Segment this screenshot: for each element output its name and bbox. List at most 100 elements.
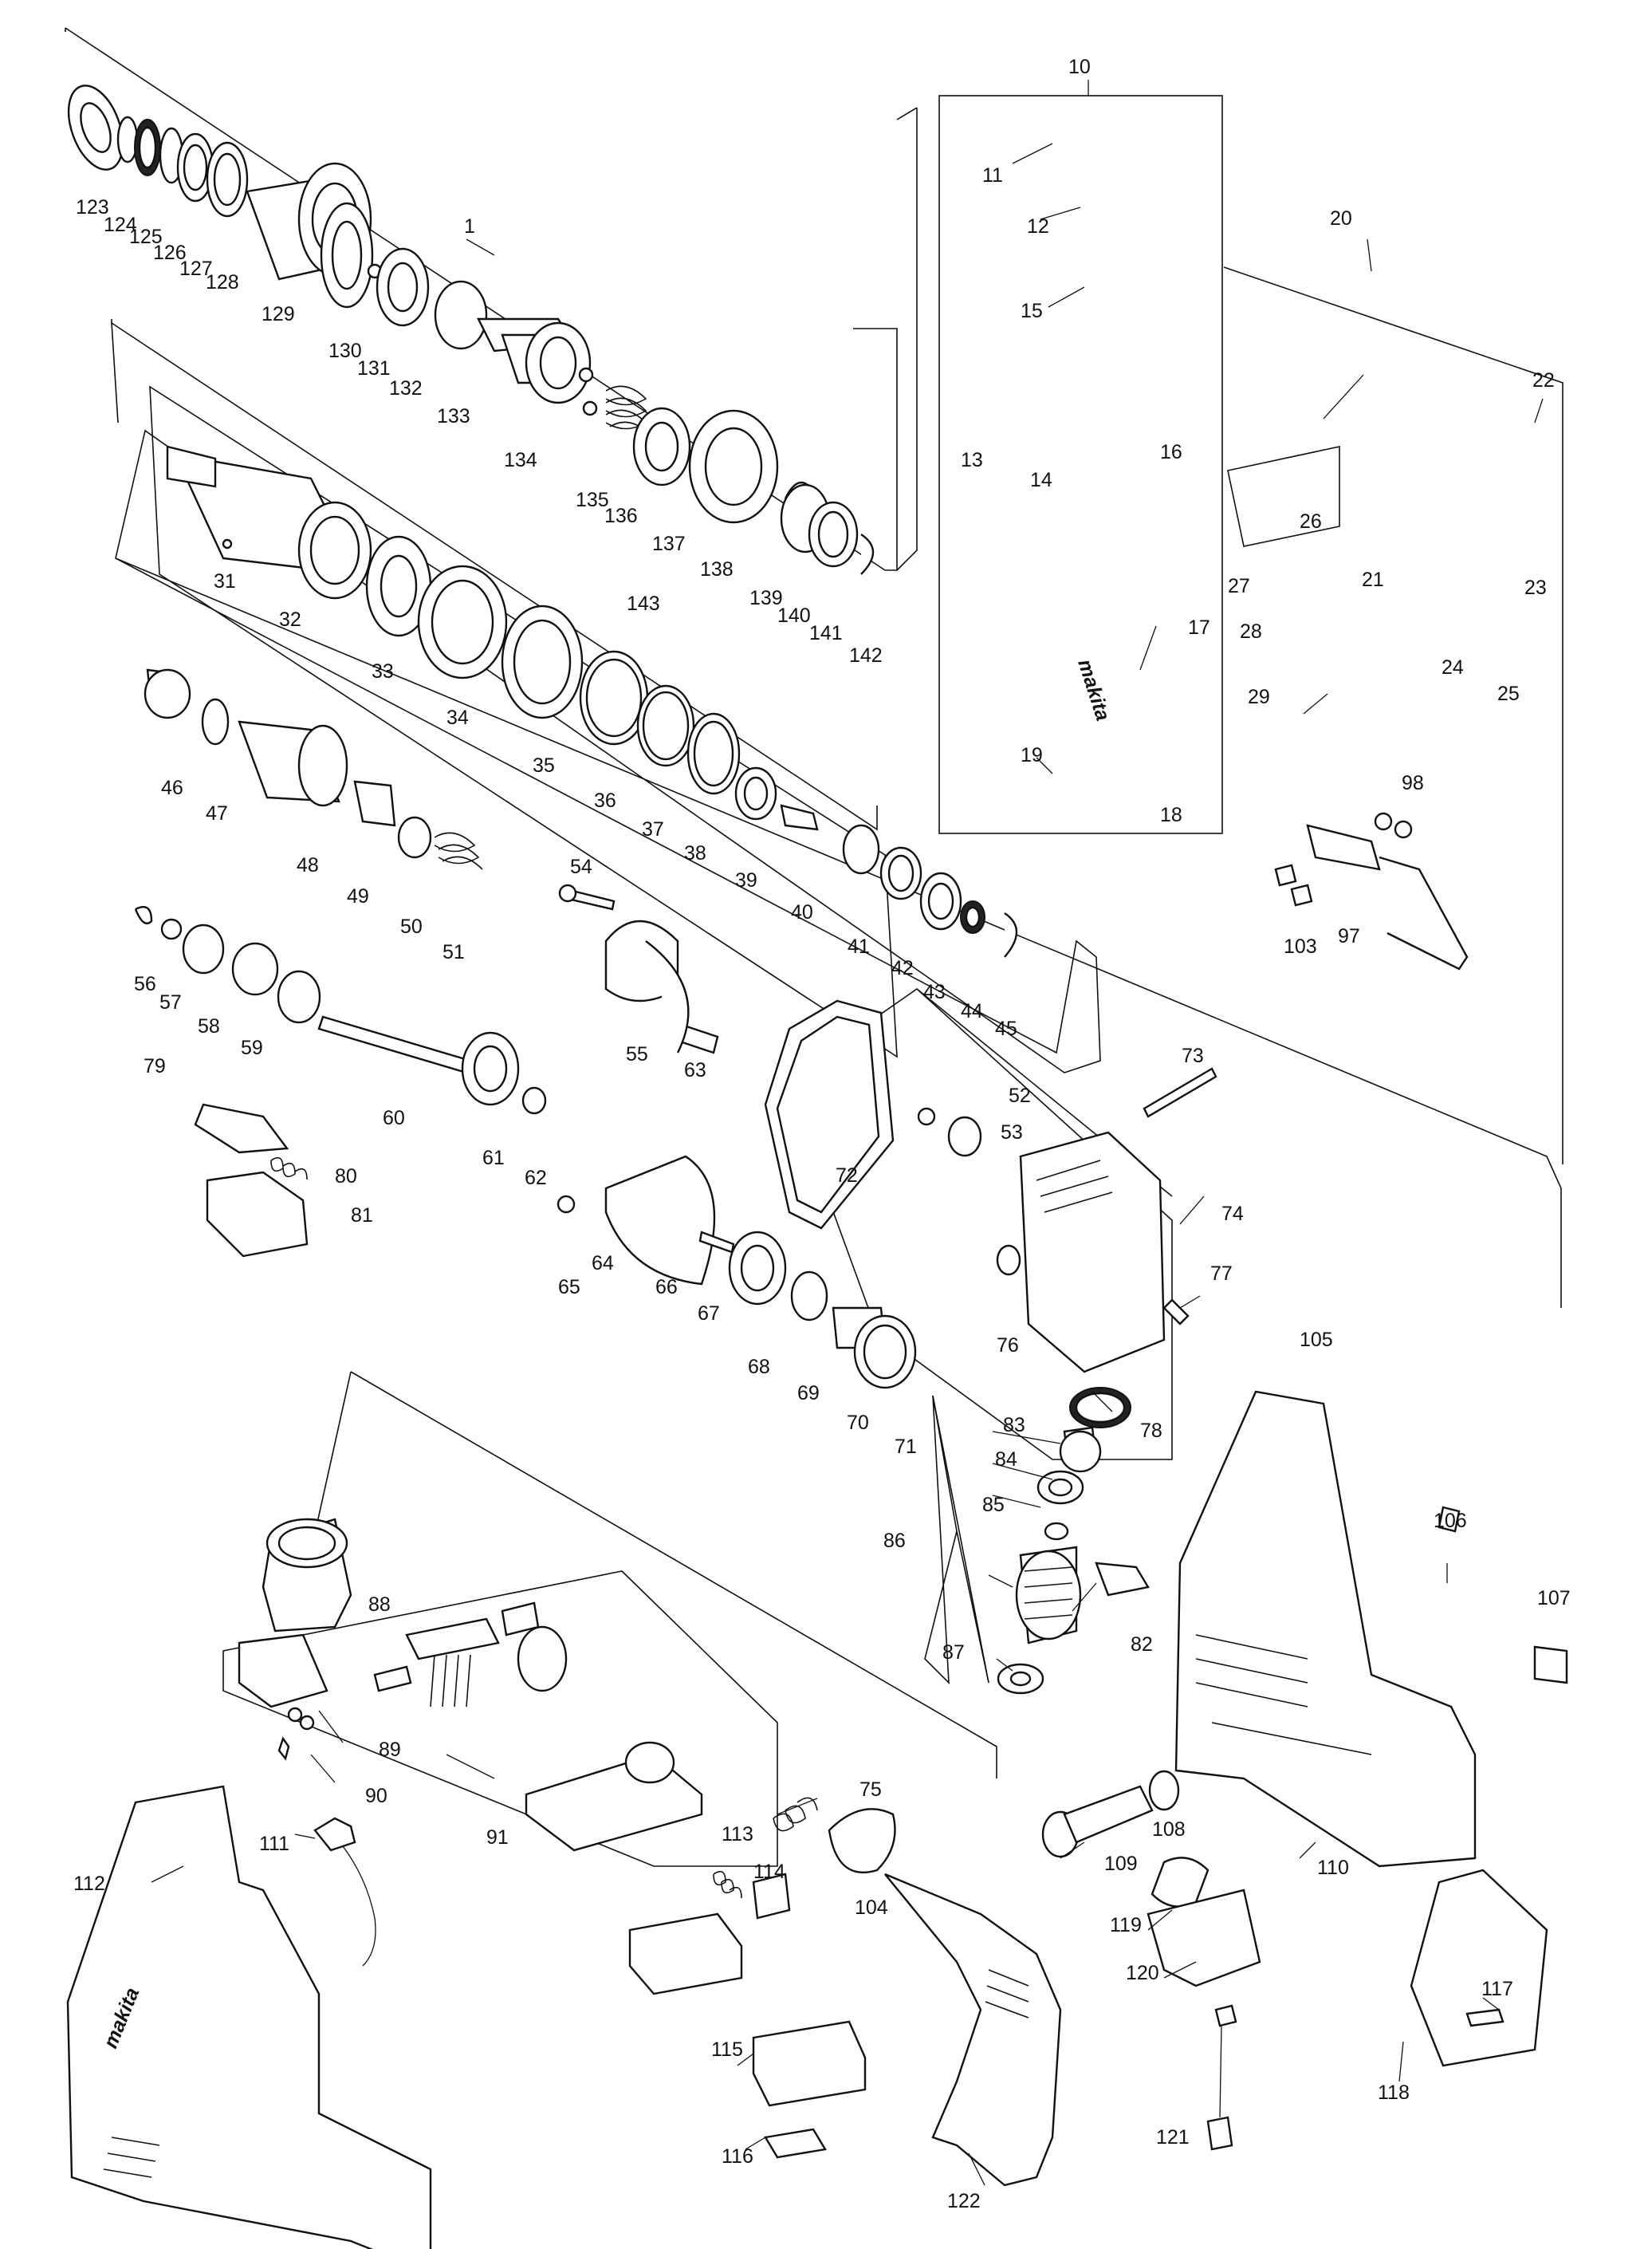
- callout-79: 79: [144, 1055, 166, 1077]
- callout-61: 61: [482, 1147, 505, 1169]
- callout-118: 118: [1378, 2082, 1410, 2104]
- callout-97: 97: [1338, 925, 1360, 947]
- callout-76: 76: [997, 1334, 1019, 1357]
- callout-19: 19: [1021, 744, 1043, 766]
- callout-57: 57: [159, 991, 182, 1014]
- callout-46: 46: [161, 777, 183, 799]
- callout-119: 119: [1110, 1914, 1142, 1936]
- callout-86: 86: [883, 1530, 906, 1552]
- leader-lines: [151, 80, 1544, 2186]
- callout-20: 20: [1330, 207, 1352, 230]
- callout-116: 116: [722, 2145, 753, 2168]
- callout-112: 112: [73, 1873, 105, 1895]
- callout-1: 1: [464, 215, 475, 238]
- callout-142: 142: [849, 644, 883, 667]
- callout-128: 128: [206, 271, 239, 293]
- callout-125: 125: [129, 226, 163, 248]
- callout-14: 14: [1030, 469, 1052, 491]
- callout-27: 27: [1228, 575, 1250, 597]
- callout-63: 63: [684, 1059, 706, 1081]
- callout-39: 39: [735, 869, 757, 892]
- callout-115: 115: [711, 2038, 743, 2061]
- callout-15: 15: [1021, 300, 1043, 322]
- callout-32: 32: [279, 609, 301, 631]
- callout-127: 127: [179, 258, 213, 280]
- callout-131: 131: [357, 357, 391, 380]
- part-artwork: makita: [66, 85, 1568, 2249]
- callout-113: 113: [722, 1823, 753, 1845]
- callout-139: 139: [749, 587, 783, 609]
- callout-24: 24: [1442, 656, 1464, 679]
- callout-17: 17: [1188, 616, 1210, 639]
- callout-111: 111: [259, 1833, 289, 1855]
- callout-22: 22: [1532, 369, 1555, 392]
- callout-68: 68: [748, 1356, 770, 1378]
- callout-105: 105: [1300, 1329, 1333, 1351]
- callout-84: 84: [995, 1448, 1017, 1471]
- callout-36: 36: [594, 790, 616, 812]
- callout-35: 35: [533, 754, 555, 777]
- callout-77: 77: [1210, 1262, 1233, 1285]
- callout-137: 137: [652, 533, 686, 555]
- callout-120: 120: [1126, 1962, 1159, 1984]
- callout-121: 121: [1156, 2126, 1190, 2149]
- callout-33: 33: [372, 660, 394, 683]
- callout-107: 107: [1537, 1587, 1571, 1609]
- callout-90: 90: [365, 1785, 387, 1807]
- callout-labels: 1 10 11 12 13 14 15 16 17 18 19 20 21 22…: [73, 56, 1571, 2212]
- callout-88: 88: [368, 1593, 391, 1616]
- callout-48: 48: [297, 854, 319, 876]
- callout-138: 138: [700, 558, 734, 581]
- callout-16: 16: [1160, 441, 1182, 463]
- callout-44: 44: [961, 1000, 983, 1022]
- callout-60: 60: [383, 1107, 405, 1129]
- callout-38: 38: [684, 842, 706, 865]
- callout-81: 81: [351, 1204, 373, 1227]
- callout-114: 114: [753, 1861, 785, 1883]
- callout-54: 54: [570, 856, 592, 878]
- callout-31: 31: [214, 570, 236, 593]
- callout-64: 64: [592, 1252, 614, 1274]
- callout-85: 85: [982, 1494, 1005, 1516]
- callout-59: 59: [241, 1037, 263, 1059]
- callout-70: 70: [847, 1412, 869, 1434]
- callout-49: 49: [347, 885, 369, 908]
- callout-72: 72: [836, 1164, 858, 1187]
- callout-28: 28: [1240, 620, 1262, 643]
- callout-136: 136: [604, 505, 638, 527]
- callout-62: 62: [525, 1167, 547, 1189]
- callout-66: 66: [655, 1276, 678, 1298]
- callout-135: 135: [576, 489, 609, 511]
- callout-87: 87: [942, 1641, 965, 1664]
- callout-83: 83: [1003, 1414, 1025, 1436]
- callout-58: 58: [198, 1015, 220, 1038]
- callout-34: 34: [446, 707, 469, 729]
- callout-25: 25: [1497, 683, 1520, 705]
- callout-133: 133: [437, 405, 470, 427]
- callout-69: 69: [797, 1382, 820, 1404]
- callout-98: 98: [1402, 772, 1424, 794]
- callout-108: 108: [1152, 1818, 1186, 1841]
- callout-106: 106: [1434, 1510, 1467, 1532]
- callout-78: 78: [1140, 1420, 1162, 1442]
- callout-18: 18: [1160, 804, 1182, 826]
- callout-122: 122: [947, 2190, 981, 2212]
- callout-140: 140: [777, 605, 811, 627]
- callout-104: 104: [855, 1896, 888, 1919]
- callout-134: 134: [504, 449, 537, 471]
- callout-52: 52: [1009, 1085, 1031, 1107]
- group-frames: [65, 27, 1564, 1867]
- callout-41: 41: [848, 935, 870, 958]
- callout-40: 40: [791, 901, 813, 924]
- callout-124: 124: [104, 214, 137, 236]
- callout-50: 50: [400, 916, 423, 938]
- callout-12: 12: [1027, 215, 1049, 238]
- callout-47: 47: [206, 802, 228, 825]
- callout-80: 80: [335, 1165, 357, 1188]
- callout-29: 29: [1248, 686, 1270, 708]
- callout-10: 10: [1068, 56, 1091, 78]
- callout-110: 110: [1317, 1857, 1349, 1879]
- callout-130: 130: [328, 340, 362, 362]
- callout-129: 129: [262, 303, 295, 325]
